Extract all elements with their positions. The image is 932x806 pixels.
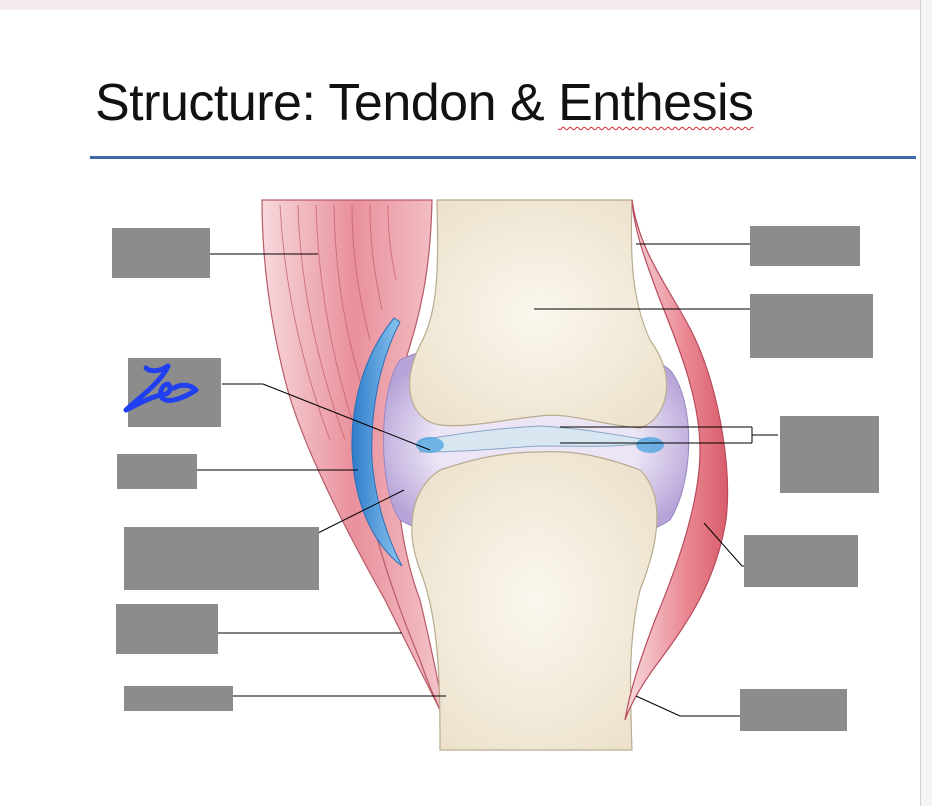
label-box-muscle — [112, 228, 210, 278]
label-box-synovial-membrane — [124, 527, 319, 590]
label-box-cartilage — [780, 416, 879, 493]
label-box-bone-upper — [750, 294, 873, 358]
label-box-bone-right — [740, 689, 847, 731]
label-box-enthesis — [116, 604, 218, 654]
synovial-fluid-right — [636, 437, 664, 453]
synovial-fluid-left — [416, 437, 444, 453]
lower-bone — [412, 452, 657, 750]
label-box-articular-disc — [128, 358, 221, 427]
label-box-bone-left — [124, 686, 233, 711]
label-box-capsule — [744, 535, 858, 587]
upper-bone — [410, 200, 667, 428]
label-box-tendon — [117, 454, 197, 489]
label-box-ligament — [750, 226, 860, 266]
